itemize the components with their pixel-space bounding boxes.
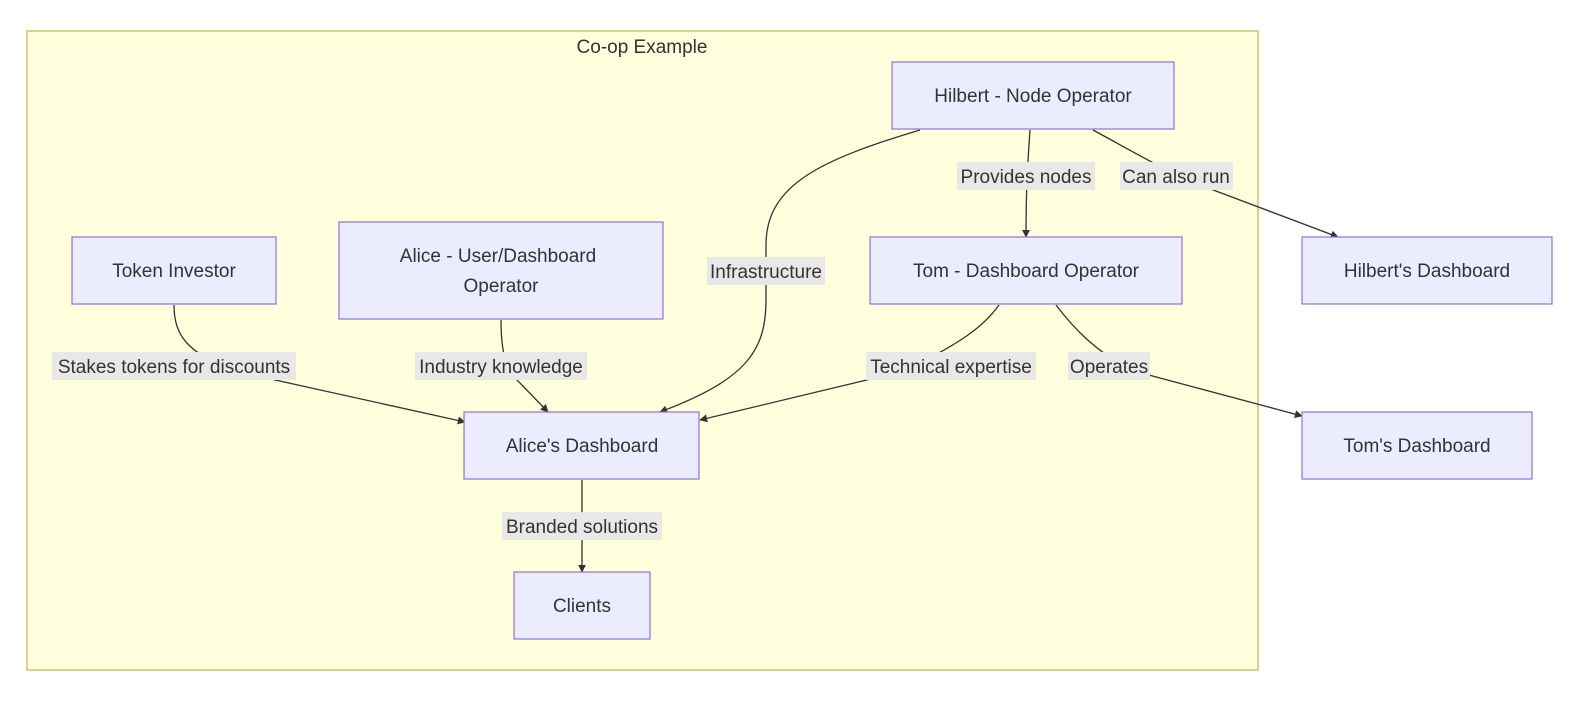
nodes: Token Investor Alice - User/Dashboard Op… bbox=[71, 61, 1553, 640]
node-toms-dashboard-label: Tom's Dashboard bbox=[1343, 436, 1490, 457]
cluster-title: Co-op Example bbox=[577, 37, 708, 58]
edge-label-canrun-text: Can also run bbox=[1122, 167, 1230, 188]
node-hilberts-dashboard-label: Hilbert's Dashboard bbox=[1344, 261, 1510, 282]
node-alice-operator-label-line1: Alice - User/Dashboard bbox=[400, 246, 596, 267]
node-tom-operator-label: Tom - Dashboard Operator bbox=[913, 261, 1140, 282]
node-hilberts-dashboard[interactable]: Hilbert's Dashboard bbox=[1301, 236, 1553, 305]
edge-label-provides: Provides nodes bbox=[957, 162, 1095, 190]
node-toms-dashboard[interactable]: Tom's Dashboard bbox=[1301, 411, 1533, 480]
edge-label-infrastructure: Infrastructure bbox=[707, 257, 825, 285]
node-clients[interactable]: Clients bbox=[513, 571, 651, 640]
node-token-investor[interactable]: Token Investor bbox=[71, 236, 277, 305]
node-hilbert-operator[interactable]: Hilbert - Node Operator bbox=[891, 61, 1175, 130]
edge-labels: Stakes tokens for discounts Industry kno… bbox=[52, 162, 1233, 540]
edge-label-operates-text: Operates bbox=[1070, 357, 1148, 378]
edge-label-technical: Technical expertise bbox=[866, 352, 1036, 380]
edge-label-branded-text: Branded solutions bbox=[506, 517, 658, 538]
edge-label-operates: Operates bbox=[1068, 352, 1150, 380]
edge-label-industry-text: Industry knowledge bbox=[419, 357, 583, 378]
edge-label-stakes-text: Stakes tokens for discounts bbox=[58, 357, 290, 378]
node-alice-operator[interactable]: Alice - User/Dashboard Operator bbox=[338, 221, 664, 320]
node-alice-operator-label-line2: Operator bbox=[464, 276, 540, 297]
node-clients-label: Clients bbox=[553, 596, 611, 617]
edge-label-canrun: Can also run bbox=[1120, 162, 1233, 190]
node-token-investor-label: Token Investor bbox=[112, 261, 236, 282]
edge-label-provides-text: Provides nodes bbox=[961, 167, 1092, 188]
edge-label-branded: Branded solutions bbox=[502, 512, 662, 540]
edge-label-stakes: Stakes tokens for discounts bbox=[52, 352, 296, 380]
node-hilbert-operator-label: Hilbert - Node Operator bbox=[934, 86, 1132, 107]
node-alices-dashboard-label: Alice's Dashboard bbox=[506, 436, 659, 457]
coop-example-cluster: Co-op Example bbox=[26, 30, 1259, 671]
edge-label-technical-text: Technical expertise bbox=[870, 357, 1032, 378]
edge-label-infrastructure-text: Infrastructure bbox=[710, 262, 822, 283]
node-tom-operator[interactable]: Tom - Dashboard Operator bbox=[869, 236, 1183, 305]
edge-infrastructure-path bbox=[659, 129, 921, 414]
edge-label-industry: Industry knowledge bbox=[415, 352, 587, 380]
node-alices-dashboard[interactable]: Alice's Dashboard bbox=[463, 411, 700, 480]
